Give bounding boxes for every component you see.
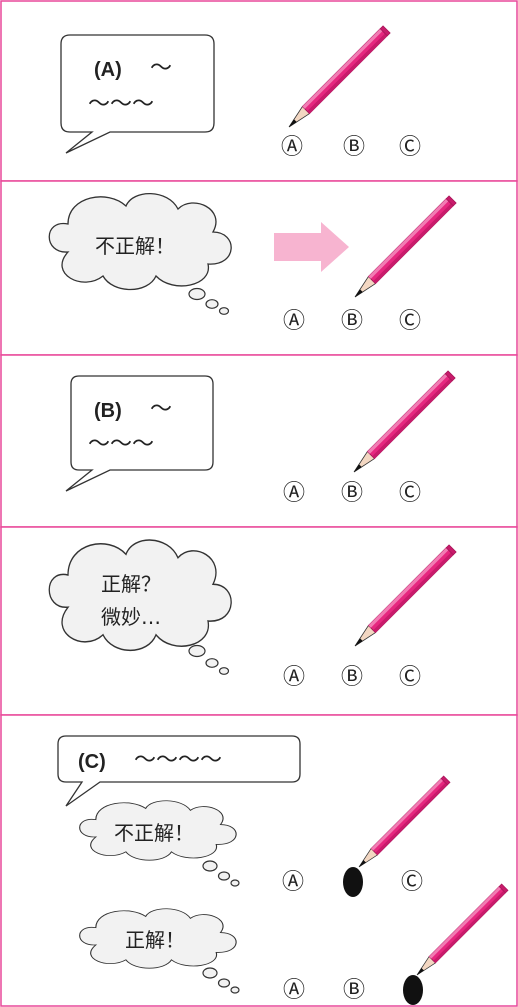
speech-bubble: (A) ～ ～～～ [60, 34, 215, 154]
choice-a: Ⓐ [283, 978, 305, 1003]
filled-mark-b [343, 867, 363, 897]
choice-c: Ⓒ [399, 135, 421, 160]
choice-c: Ⓒ [399, 665, 421, 690]
choice-b: Ⓑ [341, 309, 363, 334]
choice-c: Ⓒ [401, 870, 423, 895]
speech-bubble: (B) ～ ～～～ [65, 375, 214, 492]
bubble-label: (C) [78, 751, 106, 773]
bubble-text-line2: ～～～ [88, 432, 154, 457]
thought-cloud: 不正解！ [48, 192, 232, 315]
choice-a: Ⓐ [283, 481, 305, 506]
choice-b: Ⓑ [343, 135, 365, 160]
thought-cloud: 不正解！ [79, 800, 240, 887]
bubble-text-line2: ～～～ [88, 92, 154, 117]
choice-b: Ⓑ [341, 481, 363, 506]
panel-2: 不正解！ Ⓐ Ⓑ Ⓒ [0, 180, 518, 356]
choice-a: Ⓐ [283, 665, 305, 690]
choice-b: Ⓑ [343, 978, 365, 1003]
cloud-text: 不正解！ [95, 234, 175, 258]
cloud-text-line1: 正解？ [101, 572, 161, 596]
bubble-label: (A) [94, 59, 122, 81]
cloud-text: 正解！ [125, 928, 185, 952]
choice-c: Ⓒ [399, 481, 421, 506]
thought-cloud: 正解？ 微妙… [48, 539, 232, 675]
panel-4: 正解？ 微妙… Ⓐ Ⓑ Ⓒ [0, 526, 518, 716]
panel-1: (A) ～ ～～～ Ⓐ Ⓑ Ⓒ [0, 0, 518, 182]
choice-c: Ⓒ [399, 309, 421, 334]
panel-3: (B) ～ ～～～ Ⓐ Ⓑ Ⓒ [0, 354, 518, 528]
cloud-text-line2: 微妙… [101, 605, 161, 629]
choice-a: Ⓐ [282, 870, 304, 895]
bubble-text-line1: ～～～～ [134, 748, 222, 773]
speech-bubble: (C) ～～～～ [57, 735, 301, 807]
choice-a: Ⓐ [281, 135, 303, 160]
filled-mark-c [403, 975, 423, 1005]
choice-b: Ⓑ [341, 665, 363, 690]
bubble-label: (B) [94, 400, 122, 422]
panel-5: (C) ～～～～ 不正解！ Ⓐ Ⓒ 正解！ Ⓐ Ⓑ [0, 714, 518, 1007]
bubble-text-line1: ～ [150, 56, 172, 81]
cloud-text: 不正解！ [114, 821, 194, 845]
bubble-text-line1: ～ [150, 397, 172, 422]
thought-cloud: 正解！ [79, 908, 240, 994]
arrow-right-icon [274, 222, 349, 272]
choice-a: Ⓐ [283, 309, 305, 334]
